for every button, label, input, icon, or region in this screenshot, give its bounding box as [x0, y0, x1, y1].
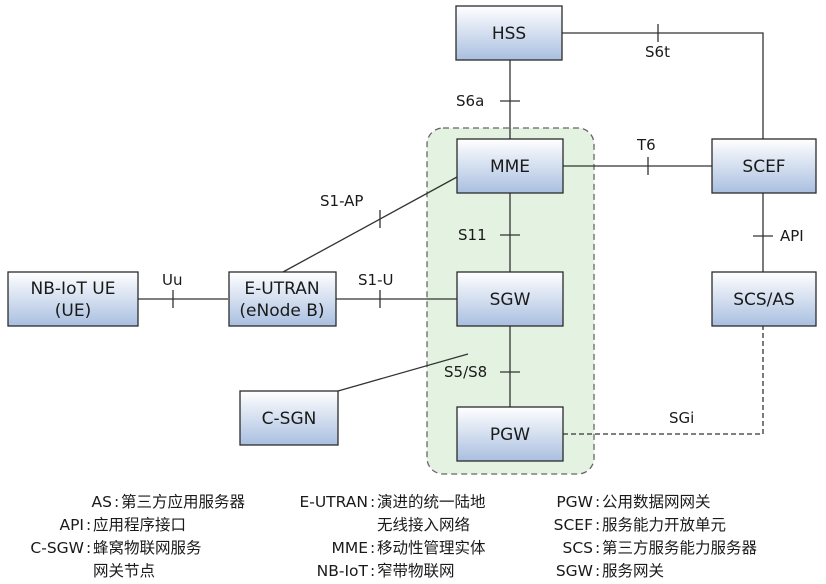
- label-api: API: [780, 227, 804, 245]
- node-scef-label: SCEF: [742, 157, 785, 177]
- legend-desc: 服务网关: [602, 562, 664, 580]
- node-sgw-label: SGW: [490, 290, 531, 310]
- node-c-sgn: C-SGN: [239, 390, 339, 446]
- legend-desc: 移动性管理实体: [377, 539, 486, 557]
- legend-desc: 蜂窝物联网服务: [93, 539, 202, 557]
- link-hss-scef: [562, 32, 764, 139]
- label-s1-u: S1-U: [358, 271, 393, 289]
- legend-abbr: PGW: [556, 493, 593, 511]
- node-ue-label-2: (UE): [55, 301, 91, 321]
- node-mme: MME: [456, 138, 564, 194]
- label-sgi: SGi: [669, 409, 694, 427]
- legend-abbr: API: [59, 516, 84, 534]
- legend-desc: 演进的统一陆地: [377, 493, 486, 511]
- label-s11: S11: [458, 226, 487, 244]
- node-scef: SCEF: [711, 138, 817, 194]
- node-nbiot-ue: NB-IoT UE (UE): [7, 271, 139, 327]
- legend-desc: 窄带物联网: [377, 562, 455, 580]
- connections: [138, 24, 773, 435]
- legend-abbr: C-SGW: [30, 539, 84, 557]
- legend-desc: 服务能力开放单元: [602, 516, 726, 534]
- node-scs-as: SCS/AS: [711, 271, 817, 327]
- node-eutran-label-1: E-UTRAN: [244, 279, 319, 299]
- legend-colon: :: [370, 562, 375, 580]
- legend-abbr: SCS: [562, 539, 593, 557]
- node-pgw: PGW: [456, 406, 564, 462]
- node-pgw-label: PGW: [490, 425, 530, 445]
- legend-colon: :: [86, 539, 91, 557]
- node-sgw: SGW: [456, 271, 564, 327]
- legend-colon: :: [370, 539, 375, 557]
- node-hss-label: HSS: [492, 24, 526, 44]
- legend-desc: 第三方应用服务器: [121, 492, 246, 511]
- legend-desc-cont: 网关节点: [93, 562, 155, 580]
- legend-desc: 公用数据网网关: [602, 493, 711, 511]
- label-uu: Uu: [162, 271, 183, 289]
- node-hss: HSS: [455, 5, 563, 61]
- legend-abbr: SGW: [556, 562, 593, 580]
- legend-abbr: MME: [331, 539, 368, 557]
- legend-abbr: E-UTRAN: [299, 493, 368, 511]
- link-csgn-core: [337, 353, 469, 392]
- legend-abbr: AS: [92, 493, 112, 511]
- legend-colon: :: [114, 493, 119, 511]
- legend-colon: :: [595, 539, 600, 557]
- legend-desc: 应用程序接口: [93, 515, 186, 534]
- label-s6a: S6a: [456, 92, 484, 110]
- node-mme-label: MME: [490, 157, 530, 177]
- legend-desc-cont: 无线接入网络: [377, 516, 470, 534]
- label-s6t: S6t: [645, 43, 670, 61]
- node-eutran: E-UTRAN (eNode B): [228, 271, 337, 327]
- legend-colon: :: [595, 493, 600, 511]
- node-scs-as-label: SCS/AS: [733, 290, 795, 310]
- label-s5-s8: S5/S8: [444, 363, 487, 381]
- link-pgw-scs: [563, 326, 764, 435]
- label-t6: T6: [636, 136, 656, 154]
- node-ue-label-1: NB-IoT UE: [31, 279, 116, 299]
- legend-abbr: NB-IoT: [317, 562, 369, 580]
- label-s1-ap: S1-AP: [320, 192, 363, 210]
- legend-colon: :: [86, 516, 91, 534]
- legend-abbr: SCEF: [554, 516, 593, 534]
- legend-colon: :: [595, 562, 600, 580]
- legend-colon: :: [595, 516, 600, 534]
- node-c-sgn-label: C-SGN: [262, 409, 317, 429]
- legend: AS : 第三方应用服务器 API : 应用程序接口 C-SGW : 蜂窝物联网…: [30, 492, 757, 580]
- node-eutran-label-2: (eNode B): [239, 301, 324, 321]
- legend-desc: 第三方服务能力服务器: [602, 539, 758, 557]
- legend-colon: :: [370, 493, 375, 511]
- link-eutran-mme: [282, 176, 458, 273]
